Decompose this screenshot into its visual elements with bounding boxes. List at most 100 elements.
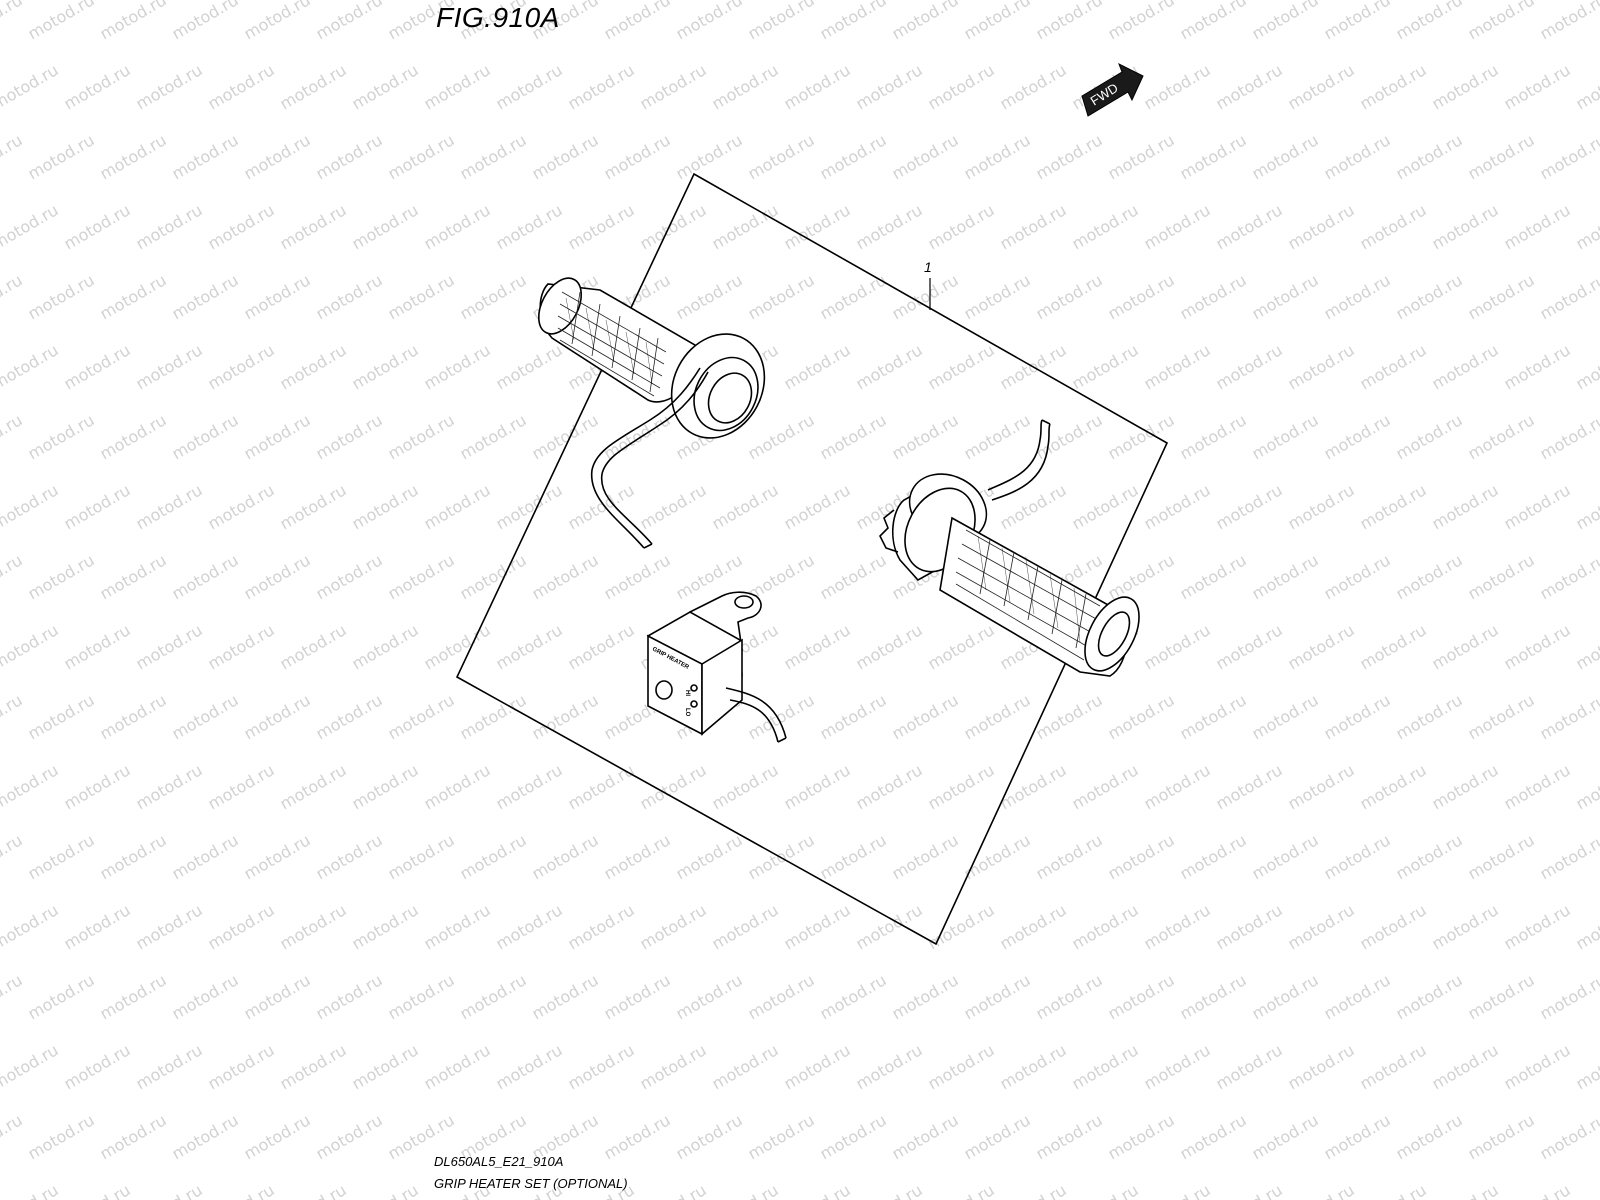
watermark-text: motod.ru bbox=[1537, 1110, 1600, 1163]
watermark-text: motod.ru bbox=[241, 0, 314, 43]
watermark-text: motod.ru bbox=[61, 340, 134, 393]
watermark-text: motod.ru bbox=[673, 130, 746, 183]
watermark-text: motod.ru bbox=[1069, 1180, 1142, 1200]
watermark-text: motod.ru bbox=[205, 60, 278, 113]
watermark-text: motod.ru bbox=[997, 60, 1070, 113]
watermark-text: motod.ru bbox=[637, 60, 710, 113]
watermark-text: motod.ru bbox=[1069, 480, 1142, 533]
watermark-text: motod.ru bbox=[313, 0, 386, 43]
watermark-text: motod.ru bbox=[313, 410, 386, 463]
watermark-text: motod.ru bbox=[745, 0, 818, 43]
watermark-text: motod.ru bbox=[385, 830, 458, 883]
watermark-text: motod.ru bbox=[709, 900, 782, 953]
watermark-text: motod.ru bbox=[1393, 970, 1466, 1023]
watermark-text: motod.ru bbox=[1321, 410, 1394, 463]
watermark-text: motod.ru bbox=[493, 1040, 566, 1093]
watermark-text: motod.ru bbox=[925, 1180, 998, 1200]
watermark-text: motod.ru bbox=[745, 970, 818, 1023]
watermark-text: motod.ru bbox=[565, 620, 638, 673]
watermark-text: motod.ru bbox=[1141, 900, 1214, 953]
watermark-text: motod.ru bbox=[1573, 340, 1600, 393]
watermark-text: motod.ru bbox=[1177, 130, 1250, 183]
watermark-text: motod.ru bbox=[493, 620, 566, 673]
watermark-text: motod.ru bbox=[1537, 0, 1600, 43]
watermark-text: motod.ru bbox=[205, 760, 278, 813]
watermark-text: motod.ru bbox=[997, 1040, 1070, 1093]
watermark-text: motod.ru bbox=[133, 60, 206, 113]
watermark-text: motod.ru bbox=[277, 620, 350, 673]
watermark-text: motod.ru bbox=[1465, 410, 1538, 463]
watermark-text: motod.ru bbox=[961, 130, 1034, 183]
watermark-text: motod.ru bbox=[97, 270, 170, 323]
watermark-text: motod.ru bbox=[925, 760, 998, 813]
watermark-text: motod.ru bbox=[1141, 620, 1214, 673]
watermark-text: motod.ru bbox=[133, 200, 206, 253]
watermark-text: motod.ru bbox=[709, 1180, 782, 1200]
figure-title: FIG.910A bbox=[436, 2, 560, 33]
watermark-text: motod.ru bbox=[97, 690, 170, 743]
watermark-text: motod.ru bbox=[1249, 0, 1322, 43]
watermark-text: motod.ru bbox=[169, 970, 242, 1023]
watermark-text: motod.ru bbox=[1285, 620, 1358, 673]
watermark-text: motod.ru bbox=[673, 0, 746, 43]
watermark-text: motod.ru bbox=[1177, 1110, 1250, 1163]
watermark-text: motod.ru bbox=[925, 200, 998, 253]
watermark-text: motod.ru bbox=[0, 760, 62, 813]
watermark-text: motod.ru bbox=[313, 270, 386, 323]
watermark-text: motod.ru bbox=[205, 480, 278, 533]
watermark-text: motod.ru bbox=[1141, 1180, 1214, 1200]
watermark-text: motod.ru bbox=[25, 410, 98, 463]
watermark-text: motod.ru bbox=[961, 690, 1034, 743]
watermark-text: motod.ru bbox=[601, 0, 674, 43]
watermark-text: motod.ru bbox=[853, 620, 926, 673]
watermark-text: motod.ru bbox=[277, 900, 350, 953]
watermark-text: motod.ru bbox=[1069, 1040, 1142, 1093]
watermark-text: motod.ru bbox=[1213, 200, 1286, 253]
watermark-text: motod.ru bbox=[1249, 1110, 1322, 1163]
watermark-text: motod.ru bbox=[1033, 410, 1106, 463]
watermark-text: motod.ru bbox=[1429, 1180, 1502, 1200]
watermark-text: motod.ru bbox=[277, 1040, 350, 1093]
watermark-text: motod.ru bbox=[637, 1040, 710, 1093]
watermark-text: motod.ru bbox=[961, 830, 1034, 883]
watermark-text: motod.ru bbox=[1537, 410, 1600, 463]
watermark-text: motod.ru bbox=[1213, 480, 1286, 533]
watermark-text: motod.ru bbox=[781, 200, 854, 253]
watermark-text: motod.ru bbox=[1573, 760, 1600, 813]
watermark-text: motod.ru bbox=[97, 0, 170, 43]
watermark-text: motod.ru bbox=[385, 130, 458, 183]
switch-lo-label: LO bbox=[684, 708, 690, 717]
watermark-text: motod.ru bbox=[1465, 550, 1538, 603]
watermark-text: motod.ru bbox=[781, 340, 854, 393]
watermark-text: motod.ru bbox=[1069, 340, 1142, 393]
figure-reference-code: DL650AL5_E21_910A bbox=[434, 1154, 564, 1169]
watermark-text: motod.ru bbox=[349, 1180, 422, 1200]
watermark-text: motod.ru bbox=[1321, 550, 1394, 603]
watermark-text: motod.ru bbox=[1069, 900, 1142, 953]
watermark-text: motod.ru bbox=[169, 410, 242, 463]
watermark-text: motod.ru bbox=[1393, 270, 1466, 323]
watermark-text: motod.ru bbox=[853, 760, 926, 813]
watermark-text: motod.ru bbox=[169, 690, 242, 743]
watermark-text: motod.ru bbox=[25, 1110, 98, 1163]
watermark-text: motod.ru bbox=[25, 130, 98, 183]
watermark-text: motod.ru bbox=[1249, 270, 1322, 323]
watermark-text: motod.ru bbox=[997, 480, 1070, 533]
watermark-text: motod.ru bbox=[385, 690, 458, 743]
watermark-text: motod.ru bbox=[133, 900, 206, 953]
watermark-text: motod.ru bbox=[25, 270, 98, 323]
watermark-text: motod.ru bbox=[925, 1040, 998, 1093]
watermark-text: motod.ru bbox=[889, 690, 962, 743]
watermark-text: motod.ru bbox=[1177, 690, 1250, 743]
watermark-text: motod.ru bbox=[0, 270, 26, 323]
watermark-text: motod.ru bbox=[277, 200, 350, 253]
watermark-text: motod.ru bbox=[349, 340, 422, 393]
watermark-text: motod.ru bbox=[1501, 480, 1574, 533]
watermark-text: motod.ru bbox=[1537, 690, 1600, 743]
watermark-text: motod.ru bbox=[1537, 550, 1600, 603]
watermark-text: motod.ru bbox=[1213, 760, 1286, 813]
switch-button-icon bbox=[655, 680, 673, 700]
watermark-text: motod.ru bbox=[709, 480, 782, 533]
watermark-text: motod.ru bbox=[1321, 0, 1394, 43]
